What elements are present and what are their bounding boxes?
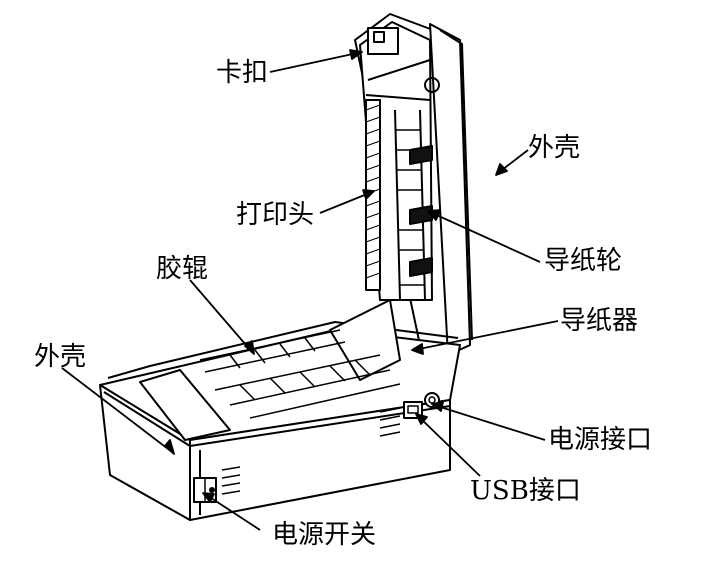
label-power-port: 电源接口 [548,425,653,455]
printer-base [99,299,461,521]
printer-lid [354,13,473,356]
label-print-head: 打印头 [236,200,315,230]
label-outer-shell-top: 外壳 [528,133,581,163]
label-rubber-roller: 胶辊 [156,254,209,284]
label-usb-port: USB接口 [470,476,581,506]
paper-guide-wheels [409,145,433,277]
label-paper-guide-wheel: 导纸轮 [544,246,623,276]
label-power-switch: 电源开关 [272,520,377,550]
leader-lines [61,49,559,531]
label-clip: 卡扣 [216,58,269,88]
label-outer-shell-left: 外壳 [34,342,87,372]
label-paper-guide: 导纸器 [560,306,639,336]
